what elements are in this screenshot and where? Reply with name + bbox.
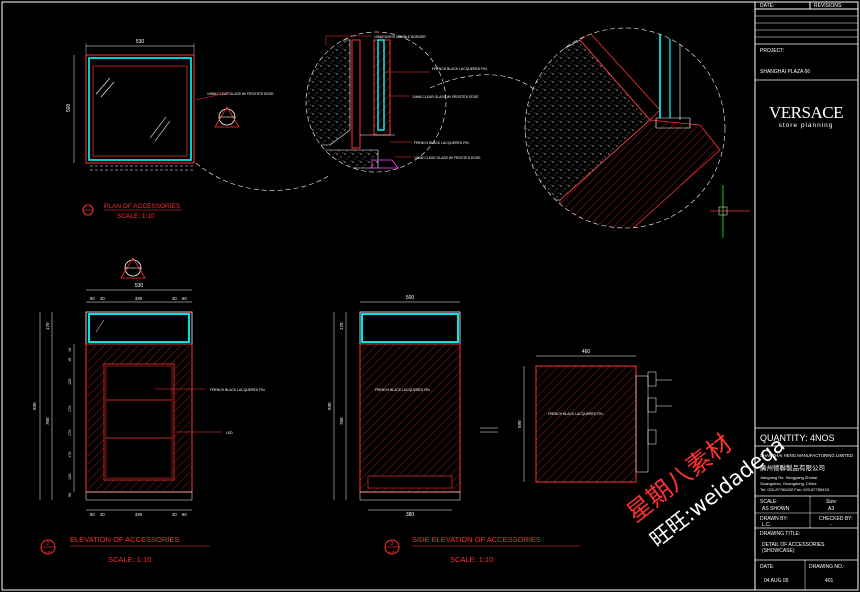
small-detail: 10MM WHITE MARBLE BORDER FRENCH BLACK LA… [305, 31, 488, 173]
elev-dim-top-3: 40 [172, 296, 177, 301]
callout-glass-1: 10MM CLEAR GLASS W/ FROSTED EDGE [207, 92, 274, 96]
quantity-text: QUANTITY: 4NOS [760, 433, 835, 443]
elev-dim-inner-7: 50 [68, 493, 72, 497]
side-elevation-title: SIDE ELEVATION OF ACCESSORIES [412, 535, 541, 544]
elev-ref: A-401 [44, 550, 52, 554]
elev-dim-inner-2: 125 [68, 379, 72, 385]
brand-subtitle: store planning [779, 122, 834, 129]
scale-label: SCALE: [760, 499, 778, 505]
callout-elev-fin: FRENCH BLACK LACQUERED FIN. [210, 388, 266, 392]
elev-dim-inner-3: 170 [68, 406, 72, 412]
elev-dim-left-1: 760 [45, 417, 50, 425]
callout-veneer: FRENCH BLACK LACQUERED FIN. [432, 67, 488, 71]
elev-dim-top-0: 60 [90, 296, 95, 301]
elev-num: 2 [47, 541, 50, 547]
date-label: DATE: [760, 564, 774, 570]
revisions-header: REVISIONS: [814, 3, 843, 9]
callout-glass-3: 10MM CLEAR GLASS W/ FROSTED EDGE [414, 156, 481, 160]
brand-logo: VERSACE [769, 103, 843, 122]
detail-leader-arc [195, 162, 331, 191]
plan-dim-top: 530 [136, 39, 145, 45]
callout-laminate: FRENCH BLACK LACQUERED FIN. [414, 141, 470, 145]
back-dim-top: 460 [582, 349, 591, 355]
drawing-title-line2: (SHOWCASE) [762, 548, 795, 554]
large-detail [524, 27, 750, 238]
side-dim-left-1: 760 [339, 417, 344, 425]
side-num: 3 [391, 541, 394, 547]
elev-dim-bot-0: 60 [90, 512, 95, 517]
elev-dim-inner-0: 10 [68, 348, 72, 352]
date-header: DATE: [760, 3, 774, 9]
elev-dim-bot-3: 40 [172, 512, 177, 517]
elevation-scale: SCALE: 1:10 [108, 555, 151, 564]
plan-title: PLAN OF ACCESSORIES [104, 203, 181, 210]
checked-by-label: CHECKED BY: [819, 516, 853, 522]
plan-dim-side: 500 [66, 103, 72, 112]
side-dim-left-total: 930 [327, 402, 332, 410]
side-elevation-view: 500 380 930 170 760 FRENCH BLACK LACQUER… [327, 295, 580, 564]
company-line1: SHANGHAI HENG MANUFACTURING LIMITED [760, 453, 853, 458]
drawing-no-value: 401 [825, 578, 834, 584]
elev-dim-bot-4: 60 [182, 512, 187, 517]
callout-side-fin: FRENCH BLACK LACQUERED FIN. [375, 388, 431, 392]
scale-value: AS SHOWN [762, 506, 790, 512]
elev-dim-bot-1: 40 [100, 512, 105, 517]
elev-dim-top-1: 40 [100, 296, 105, 301]
side-dim-bottom: 380 [406, 512, 415, 518]
detail-leader-arc-2 [429, 74, 536, 91]
company-chinese: 廣州德聯製品有限公司 [760, 463, 825, 472]
company-line4: Guangzhou, Guangdong, China [760, 481, 817, 486]
company-tel: Tel: 020-87765432 Fax: 020-87765433 [760, 487, 830, 492]
callout-glass-2: 10MM CLEAR GLASS W/ FROSTED EDGE [412, 95, 479, 99]
elev-dim-inner-4: 170 [68, 430, 72, 436]
project-label: PROJECT: [760, 48, 784, 54]
project-name: SHANGHAI PLAZA 66 [760, 69, 810, 75]
elev-dim-left-total: 930 [32, 402, 37, 410]
plan-view: 530 500 10MM CLEAR GLASS W/ FROSTED EDGE… [66, 39, 274, 220]
date-value: 04 AUG 05 [764, 578, 789, 584]
side-dim-left-0: 170 [339, 322, 344, 330]
drawing-no-label: DRAWING NO.: [809, 564, 845, 570]
plan-scale: SCALE: 1:10 [117, 213, 155, 220]
side-dim-top: 500 [406, 295, 415, 301]
company-line3: Jiangning Rd. Hengyang Zhuhai [760, 475, 817, 480]
elev-dim-inner-6: 125 [68, 474, 72, 480]
callout-back-fin: FRENCH BLACK LACQUERED FIN. [548, 412, 604, 416]
callout-elev-led: LED [226, 431, 233, 435]
title-block: DATE: REVISIONS: PROJECT: SHANGHAI PLAZA… [754, 2, 858, 590]
size-label: Size: [826, 499, 837, 505]
drawing-title-line1: DETAIL OF ACCESSORIES [762, 542, 825, 548]
back-view: 460 590 FRENCH BLACK LACQUERED FIN. [517, 349, 672, 483]
elev-dim-inner-5: 170 [68, 452, 72, 458]
drawn-by-label: DRAWN BY: [760, 516, 788, 522]
elevation-view: 530 60 40 330 40 60 60 40 330 40 60 930 … [32, 257, 266, 564]
elev-dim-top-4: 60 [182, 296, 187, 301]
drawing-title-label: DRAWING TITLE: [760, 531, 800, 537]
side-elevation-scale: SCALE: 1:10 [450, 555, 493, 564]
elev-dim-left-0: 170 [45, 322, 50, 330]
elev-dim-top-total: 530 [135, 283, 144, 289]
elev-dim-bot-2: 330 [135, 512, 143, 517]
elev-dim-inner-1: 15 [68, 358, 72, 362]
elev-dim-top-2: 330 [135, 296, 143, 301]
elevation-title: ELEVATION OF ACCESSORIES [70, 535, 179, 544]
back-dim-left: 590 [517, 420, 522, 428]
checked-by-value: - [830, 522, 832, 528]
size-value: A3 [828, 506, 834, 512]
side-ref: A-401 [388, 550, 396, 554]
drawn-by-value: L.C. [762, 522, 771, 528]
callout-top-note: 10MM WHITE MARBLE BORDER [374, 35, 426, 39]
